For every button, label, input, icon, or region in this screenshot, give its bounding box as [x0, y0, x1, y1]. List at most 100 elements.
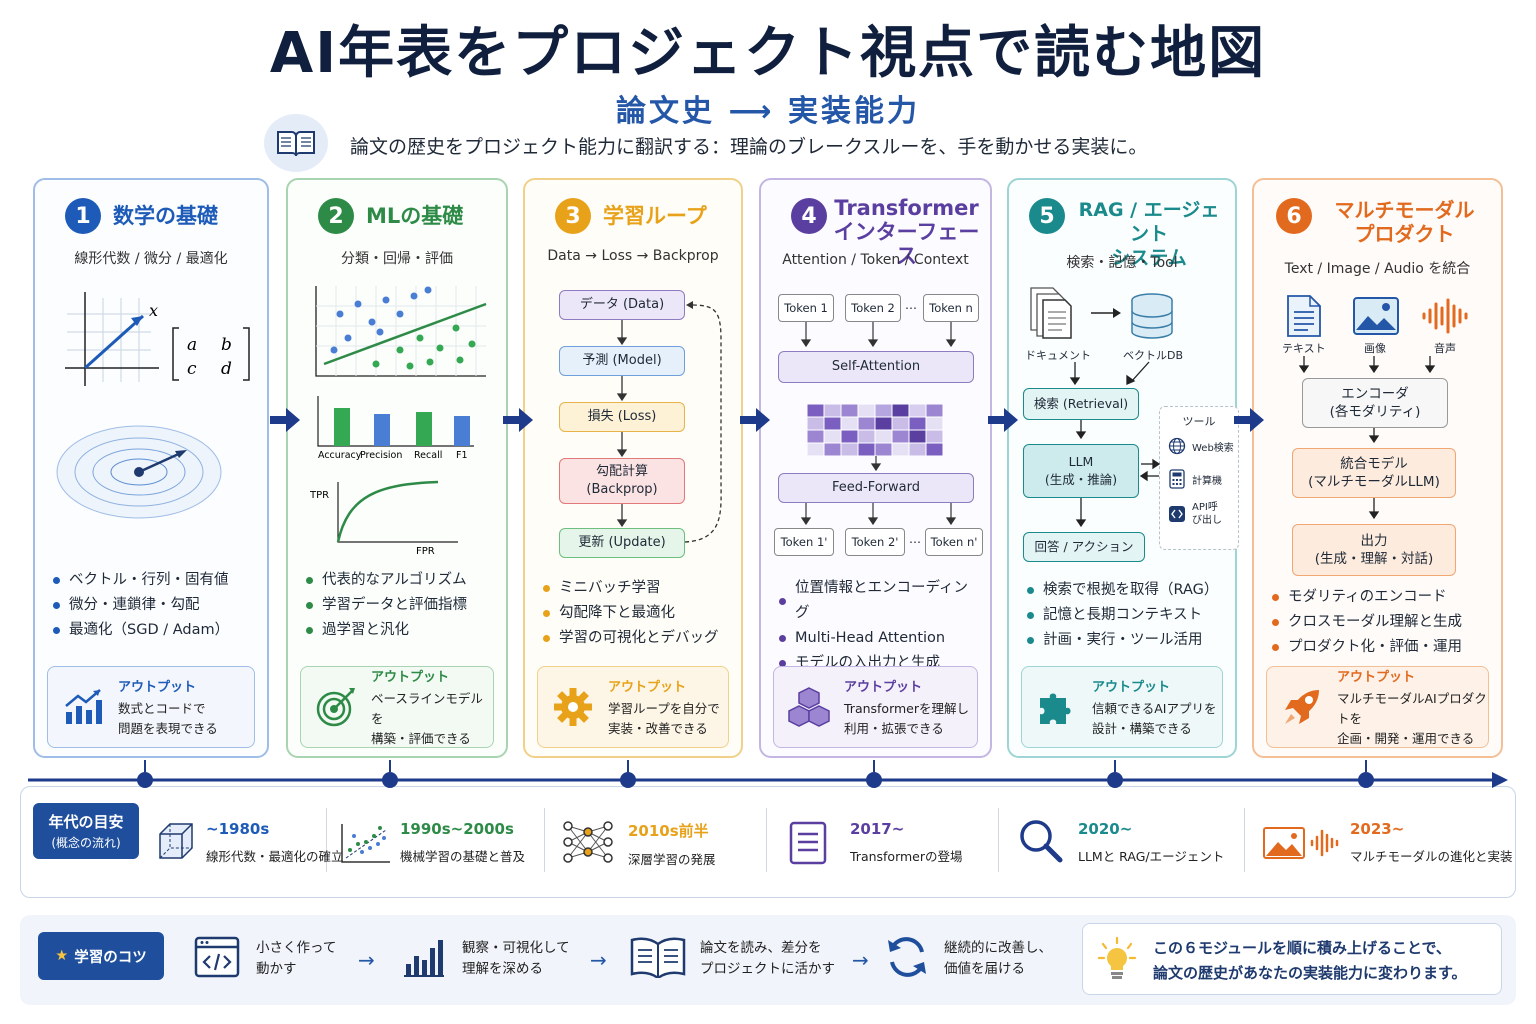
- scatter-plot-icon: [315, 286, 487, 377]
- book-icon: [264, 114, 328, 172]
- list-item: クロスモーダル理解と生成: [1272, 610, 1493, 635]
- bar-chart-icon: [404, 940, 444, 977]
- module-title: RAG / エージェント システム: [1078, 199, 1220, 269]
- cube-icon: [159, 823, 193, 859]
- input-label: テキスト: [1282, 342, 1326, 355]
- matrix-d: d: [221, 359, 232, 379]
- axis-x-label: x: [149, 301, 158, 320]
- list-item: 検索で根拠を取得（RAG）: [1027, 578, 1227, 603]
- next-arrow-icon: [740, 408, 770, 432]
- list-item: モダリティのエンコード: [1272, 585, 1493, 610]
- module-number: 1: [65, 198, 101, 234]
- tip-step-3: 論文を読み、差分を プロジェクトに活かす: [700, 940, 835, 977]
- next-arrow-icon: [1234, 408, 1264, 432]
- token-out: Token 1': [774, 528, 834, 556]
- list-item: 過学習と汎化: [306, 618, 498, 643]
- output-text: ベースラインモデルを 構築・評価できる: [371, 690, 483, 746]
- star-icon: ★: [55, 948, 69, 964]
- output-label: アウトプット: [608, 679, 687, 695]
- feed-forward-block: Feed-Forward: [778, 473, 974, 503]
- token-out: Token n': [925, 528, 983, 556]
- module-number: 5: [1029, 198, 1065, 234]
- output-box: アウトプット学習ループを自分で 実装・改善できる: [537, 666, 729, 748]
- image-icon: [1353, 297, 1399, 335]
- output-block: 出力 (生成・理解・対話): [1292, 524, 1456, 576]
- page-subtitle: 論文史 ⟶ 実装能力: [616, 94, 920, 129]
- timeline-badge-sub: (概念の流れ): [51, 836, 121, 850]
- module-card-4: 4 Transformer インターフェース Attention / Token…: [759, 178, 992, 758]
- output-text: マルチモーダルAIプロダクトを 企画・開発・運用できる: [1337, 690, 1487, 746]
- closing-text: この６モジュールを順に積み上げることで、 論文の歴史があなたの実装能力に変わりま…: [1153, 939, 1467, 982]
- self-attention-block: Self-Attention: [778, 351, 974, 383]
- module-card-3: 3 学習ループ Data → Loss → Backprop データ (Data…: [523, 178, 743, 758]
- token-in: Token 1: [778, 294, 834, 322]
- output-label: アウトプット: [844, 679, 923, 695]
- list-item: ミニバッチ学習: [543, 576, 733, 601]
- module-bullets: ミニバッチ学習 勾配降下と最適化 学習の可視化とデバッグ: [543, 576, 733, 651]
- module-subtitle: Data → Loss → Backprop: [547, 248, 719, 264]
- timeline-badge: 年代の目安 (概念の流れ): [33, 803, 139, 859]
- output-box: アウトプットマルチモーダルAIプロダクトを 企画・開発・運用できる: [1266, 666, 1489, 748]
- vector-graph-icon: x a b c d: [65, 292, 250, 386]
- module-number: 2: [318, 198, 354, 234]
- database-icon: [1131, 293, 1173, 339]
- module-subtitle: Attention / Token / Context: [782, 252, 969, 268]
- flow-step-loss: 損失 (Loss): [559, 402, 685, 432]
- cubes-icon: [774, 686, 844, 728]
- output-box: アウトプットベースラインモデルを 構築・評価できる: [300, 666, 494, 748]
- gear-icon: [538, 687, 608, 727]
- tool-api-call: API呼 び出し: [1168, 501, 1238, 527]
- roc-x-label: FPR: [416, 546, 435, 556]
- intro-text: 論文の歴史をプロジェクト能力に翻訳する：理論のブレークスルーを、手を動かせる実装…: [350, 136, 1148, 158]
- module-title: Transformer インターフェース: [833, 196, 980, 268]
- tool-web-search: Web検索: [1168, 437, 1238, 455]
- tools-panel: ツール Web検索 計算機 API呼 び出し: [1159, 406, 1239, 550]
- metric-label: F1: [456, 450, 468, 461]
- target-icon: [301, 686, 371, 728]
- page-title: AI年表をプロジェクト視点で読む地図: [269, 21, 1267, 86]
- tips-badge: ★学習のコツ: [38, 932, 164, 980]
- module-card-6: 6 マルチモーダル プロダクト Text / Image / Audio を統合…: [1252, 178, 1503, 758]
- output-label: アウトプット: [371, 669, 450, 685]
- matrix-c: c: [187, 359, 197, 379]
- roc-curve-icon: TPR FPR: [309, 480, 458, 556]
- timeline-axis: [28, 760, 1508, 788]
- module-subtitle: 分類・回帰・評価: [341, 251, 453, 267]
- flow-step-backprop: 勾配計算 (Backprop): [559, 458, 685, 504]
- next-arrow-icon: [270, 408, 300, 432]
- list-item: ベクトル・行列・固有値: [53, 568, 259, 593]
- unified-model-block: 統合モデル (マルチモーダルLLM): [1292, 448, 1456, 498]
- matrix-b: b: [221, 335, 232, 355]
- output-text: Transformerを理解し 利用・拡張できる: [844, 700, 970, 736]
- vector-db-label: ベクトルDB: [1123, 349, 1184, 362]
- answer-block: 回答 / アクション: [1023, 532, 1145, 562]
- list-item: 学習データと評価指標: [306, 593, 498, 618]
- era-5: 2020~LLMと RAG/エージェント: [1078, 820, 1225, 864]
- llm-block: LLM (生成・推論): [1023, 444, 1139, 498]
- token-ellipsis: …: [905, 298, 917, 312]
- module-bullets: 代表的なアルゴリズム 学習データと評価指標 過学習と汎化: [306, 568, 498, 643]
- rocket-icon: [1267, 686, 1337, 728]
- code-icon: [1169, 506, 1185, 522]
- puzzle-icon: [1022, 686, 1092, 728]
- growth-chart-icon: [48, 688, 118, 726]
- calculator-icon: [1169, 469, 1185, 489]
- token-ellipsis: …: [909, 532, 921, 546]
- tool-calculator: 計算機: [1168, 469, 1238, 489]
- module-subtitle: 線形代数 / 微分 / 最適化: [74, 251, 228, 267]
- module-number: 3: [555, 198, 591, 234]
- neural-network-icon: [563, 821, 613, 863]
- token-in: Token n: [923, 294, 979, 322]
- module-bullets: モダリティのエンコード クロスモーダル理解と生成 プロダクト化・評価・運用: [1272, 585, 1493, 660]
- module-bullets: 検索で根拠を取得（RAG） 記憶と長期コンテキスト 計画・実行・ツール活用: [1027, 578, 1227, 653]
- metric-label: Precision: [360, 450, 402, 461]
- token-out: Token 2': [845, 528, 905, 556]
- module-card-1: 1 数学の基礎 線形代数 / 微分 / 最適化 x a b c d ベクトル・行…: [33, 178, 269, 758]
- next-arrow-icon: [988, 408, 1018, 432]
- output-label: アウトプット: [1092, 679, 1171, 695]
- module-number: 4: [791, 198, 827, 234]
- refresh-cycle-icon: [888, 937, 926, 977]
- code-window-icon: [194, 936, 240, 978]
- era-6: 2023~マルチモーダルの進化と実装: [1350, 820, 1513, 864]
- list-item: 計画・実行・ツール活用: [1027, 628, 1227, 653]
